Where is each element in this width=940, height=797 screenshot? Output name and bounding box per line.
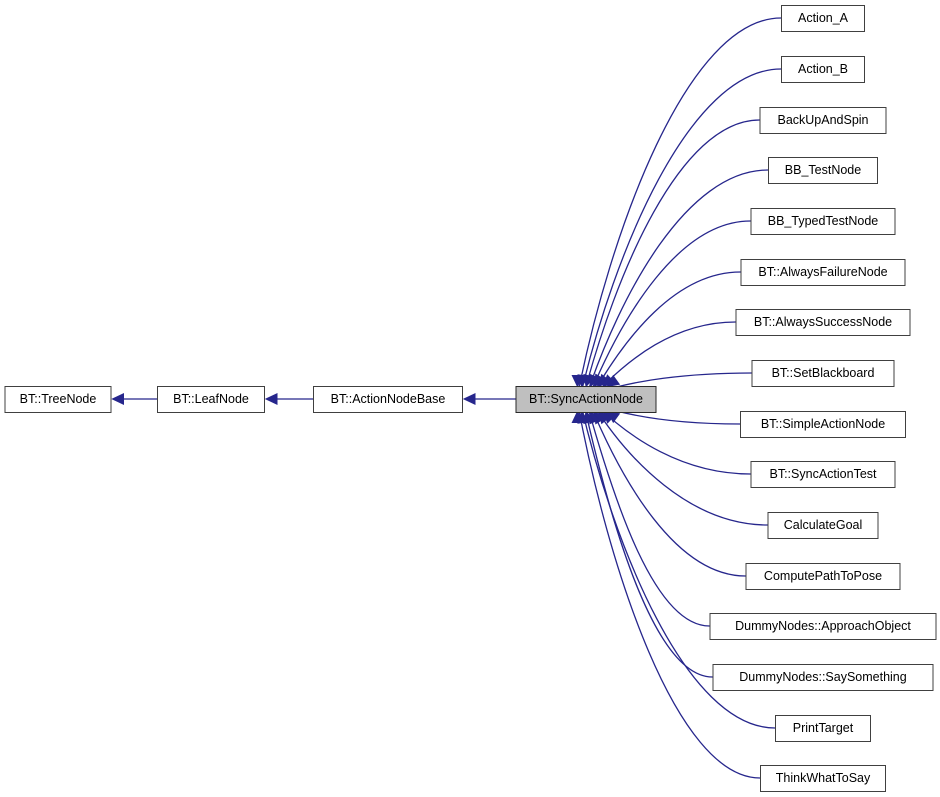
arrowhead-inheritance: [462, 393, 476, 405]
edge-inheritance: [589, 220, 751, 395]
class-node-label: DummyNodes::ApproachObject: [735, 618, 911, 633]
class-node-action-b[interactable]: Action_B: [781, 55, 865, 83]
class-node-label: ThinkWhatToSay: [775, 770, 871, 785]
edge-inheritance: [576, 402, 761, 779]
class-node-label: DummyNodes::SaySomething: [739, 669, 907, 684]
class-node-action-node-base[interactable]: BT::ActionNodeBase: [313, 385, 463, 413]
class-node-action-a[interactable]: Action_A: [781, 4, 865, 32]
class-node-tree-node[interactable]: BT::TreeNode: [4, 385, 112, 413]
class-node-label: PrintTarget: [792, 720, 854, 735]
arrowhead-inheritance: [598, 410, 611, 425]
class-node-label: BackUpAndSpin: [777, 112, 869, 127]
arrowhead-inheritance: [606, 410, 621, 424]
class-node-print-target[interactable]: PrintTarget: [775, 714, 871, 742]
class-node-label: BB_TypedTestNode: [767, 213, 879, 228]
edge-inheritance: [596, 321, 736, 394]
arrowhead-inheritance: [593, 410, 606, 425]
arrowhead-inheritance: [571, 410, 584, 423]
edge-inheritance: [592, 271, 741, 394]
class-node-back-up-and-spin[interactable]: BackUpAndSpin: [759, 106, 887, 134]
arrowhead-inheritance: [583, 410, 595, 425]
class-node-dummynodes-say-something[interactable]: DummyNodes::SaySomething: [712, 663, 934, 691]
edge-inheritance: [586, 403, 710, 627]
class-node-label: BT::SetBlackboard: [771, 365, 875, 380]
class-node-always-success-node[interactable]: BT::AlwaysSuccessNode: [735, 308, 911, 336]
class-node-bb-test-node[interactable]: BB_TestNode: [768, 156, 878, 184]
class-node-label: BT::AlwaysFailureNode: [758, 264, 888, 279]
edge-inheritance: [589, 403, 746, 577]
class-node-label: BB_TestNode: [784, 162, 862, 177]
edge-inheritance: [596, 404, 751, 475]
class-node-label: BT::SyncActionTest: [769, 466, 877, 481]
class-node-label: BT::LeafNode: [173, 391, 249, 406]
arrowhead-inheritance: [111, 393, 124, 405]
class-node-label: BT::SyncActionNode: [529, 391, 643, 406]
class-node-sync-action-test[interactable]: BT::SyncActionTest: [750, 460, 896, 488]
class-node-sync-action-node[interactable]: BT::SyncActionNode: [515, 385, 657, 413]
class-node-think-what-to-say[interactable]: ThinkWhatToSay: [760, 764, 886, 792]
class-node-label: Action_B: [797, 61, 849, 76]
class-node-label: ComputePathToPose: [763, 568, 883, 583]
arrowhead-inheritance: [602, 410, 616, 424]
class-node-label: BT::ActionNodeBase: [330, 391, 446, 406]
class-node-label: BT::AlwaysSuccessNode: [753, 314, 893, 329]
class-node-leaf-node[interactable]: BT::LeafNode: [157, 385, 265, 413]
class-node-always-failure-node[interactable]: BT::AlwaysFailureNode: [740, 258, 906, 286]
class-node-label: Action_A: [797, 10, 849, 25]
class-node-calculate-goal[interactable]: CalculateGoal: [767, 511, 879, 539]
class-node-label: CalculateGoal: [783, 517, 863, 532]
class-node-dummynodes-approach-object[interactable]: DummyNodes::ApproachObject: [709, 612, 937, 640]
edge-inheritance: [583, 119, 760, 396]
arrowhead-inheritance: [577, 410, 590, 424]
class-node-simple-action-node[interactable]: BT::SimpleActionNode: [740, 410, 906, 438]
class-node-compute-path-to-pose[interactable]: ComputePathToPose: [745, 562, 901, 590]
class-node-label: BT::TreeNode: [19, 391, 97, 406]
edge-inheritance: [582, 402, 713, 678]
arrowhead-inheritance: [589, 410, 601, 425]
class-node-label: BT::SimpleActionNode: [760, 416, 886, 431]
class-node-set-blackboard[interactable]: BT::SetBlackboard: [751, 359, 895, 387]
class-node-bb-typed-test-node[interactable]: BB_TypedTestNode: [750, 207, 896, 235]
arrowhead-inheritance: [264, 393, 278, 405]
